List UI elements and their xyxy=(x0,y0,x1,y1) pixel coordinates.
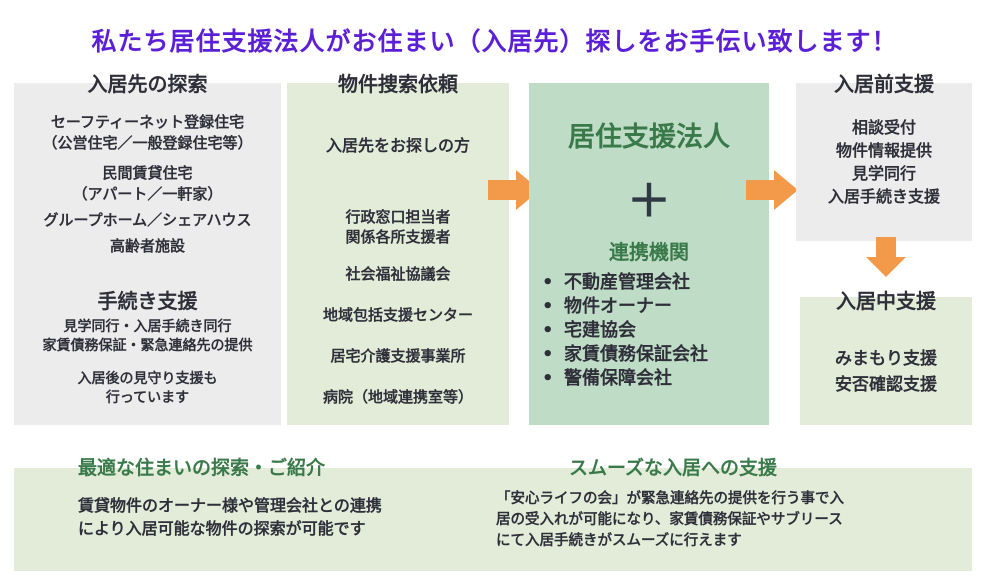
search-item: （公営住宅／一般登録住宅等） xyxy=(42,134,253,152)
bottom-right-line: にて入居手続きがスムーズに行えます xyxy=(496,533,742,549)
request-item: 関係各所支援者 xyxy=(345,228,451,246)
bottom-right-header: スムーズな入居への支援 xyxy=(569,457,778,479)
partners-header: 連携機関 xyxy=(609,240,689,264)
search-item: セーフティーネット登録住宅 xyxy=(50,113,245,131)
followup-line: 行っています xyxy=(105,390,190,406)
list-item: 不動産管理会社 xyxy=(542,271,767,295)
search-header: 入居先の探索 xyxy=(87,72,208,96)
procedure-support-line: 見学同行・入居手続き同行 xyxy=(63,319,232,335)
pre-support-item: 入居手続き支援 xyxy=(827,187,940,206)
bottom-right-line: 「安心ライフの会」が緊急連絡先の提供を行う事で入 xyxy=(496,491,844,507)
request-item: 地域包括支援センター xyxy=(322,306,473,324)
procedure-support-header: 手続き支援 xyxy=(97,289,198,313)
arrow-down-icon xyxy=(866,237,906,277)
arrow-right-icon xyxy=(746,170,798,210)
center-title: 居住支援法人 xyxy=(568,122,730,153)
pre-support-item: 物件情報提供 xyxy=(835,141,932,160)
during-support-panel xyxy=(800,297,972,425)
request-item: 行政窓口担当者 xyxy=(345,208,451,226)
search-item: グループホーム／シェアハウス xyxy=(43,211,252,229)
followup-line: 入居後の見守り支援も xyxy=(77,371,218,387)
list-item: 物件オーナー xyxy=(542,295,767,319)
partners-list: 不動産管理会社 物件オーナー 宅建協会 家賃債務保証会社 警備保障会社 xyxy=(542,271,767,391)
bottom-left-line: 賃貸物件のオーナー様や管理会社との連携 xyxy=(78,496,382,515)
during-support-header: 入居中支援 xyxy=(836,289,936,313)
request-panel xyxy=(287,83,509,425)
list-item: 宅建協会 xyxy=(542,319,767,343)
request-item: 病院（地域連携室等） xyxy=(322,388,473,406)
search-panel xyxy=(14,83,281,425)
page-title: 私たち居住支援法人がお住まい（入居先）探しをお手伝い致します！ xyxy=(91,27,898,56)
list-item: 警備保障会社 xyxy=(542,367,767,391)
pre-support-item: 見学同行 xyxy=(851,164,916,183)
arrow-right-icon xyxy=(488,170,540,210)
pre-support-header: 入居前支援 xyxy=(834,72,934,96)
procedure-support-line: 家賃債務保証・緊急連絡先の提供 xyxy=(42,338,253,354)
bottom-left-header: 最適な住まいの探索・ご紹介 xyxy=(78,457,326,479)
request-item: 居宅介護支援事業所 xyxy=(330,347,466,365)
search-item: 民間賃貸住宅 xyxy=(102,164,193,182)
list-item: 家賃債務保証会社 xyxy=(542,343,767,367)
request-header: 物件捜索依頼 xyxy=(338,72,458,96)
request-item: 社会福祉協議会 xyxy=(345,265,451,283)
bottom-panel xyxy=(14,468,972,571)
pre-support-item: 相談受付 xyxy=(851,118,916,137)
during-support-item: みまもり支援 xyxy=(835,349,937,369)
during-support-item: 安否確認支援 xyxy=(835,375,937,395)
plus-icon: ＋ xyxy=(627,176,671,227)
search-item: （アパート／一軒家） xyxy=(72,185,223,203)
pre-support-panel xyxy=(796,83,972,241)
search-item: 高齢者施設 xyxy=(109,237,185,255)
request-subheader: 入居先をお探しの方 xyxy=(325,136,470,155)
bottom-left-line: により入居可能な物件の探索が可能です xyxy=(78,519,366,538)
bottom-right-line: 居の受入れが可能になり、家賃債務保証やサブリース xyxy=(496,512,843,528)
